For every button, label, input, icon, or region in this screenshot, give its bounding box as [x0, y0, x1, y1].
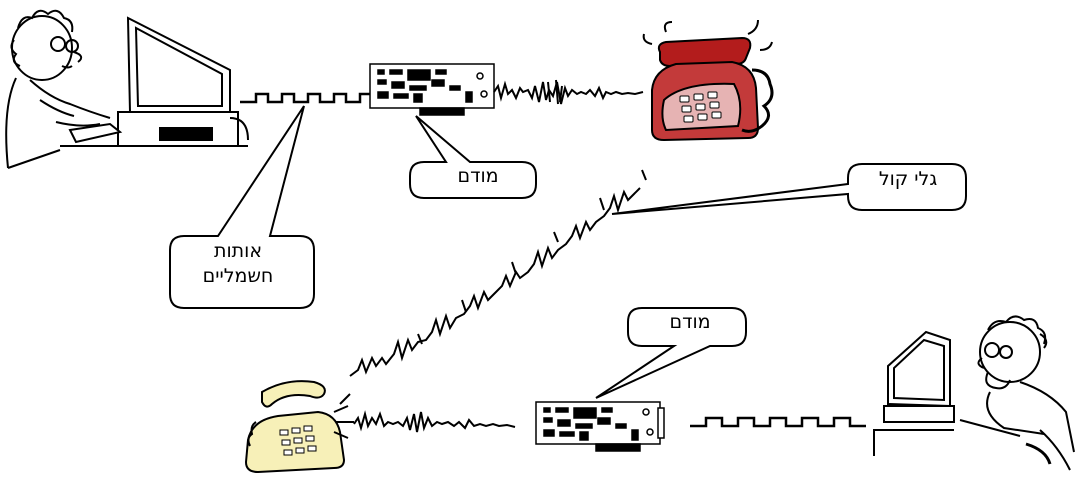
sound-wave-top-icon: [493, 79, 644, 105]
callout-sound-waves-label: גלי קול: [878, 168, 938, 190]
modem-card-bottom-icon: [535, 401, 665, 452]
computer-user-bottom-icon: [873, 315, 1075, 471]
modem-card-top-icon: [369, 63, 495, 116]
digital-signal-top-icon: [240, 92, 370, 104]
sound-wave-bottom-icon: [353, 410, 516, 433]
sound-wave-diagonal-icon: [349, 169, 647, 377]
red-telephone-icon: [642, 19, 774, 142]
callout-electric-signals-label-line1: אותות: [213, 240, 263, 262]
callout-modem-bottom: [595, 307, 747, 399]
computer-user-top-icon: [5, 9, 249, 169]
callout-electric-signals: [169, 105, 315, 309]
yellow-telephone-icon: [244, 380, 354, 474]
callout-modem-top-label: מודם: [457, 165, 499, 187]
callout-electric-signals-label-line2: חשמליים: [202, 265, 274, 287]
callout-sound-waves: [611, 163, 967, 215]
callout-modem-bottom-label: מודם: [669, 311, 711, 333]
callout-modem-top: [409, 115, 537, 199]
digital-signal-bottom-icon: [690, 416, 866, 428]
